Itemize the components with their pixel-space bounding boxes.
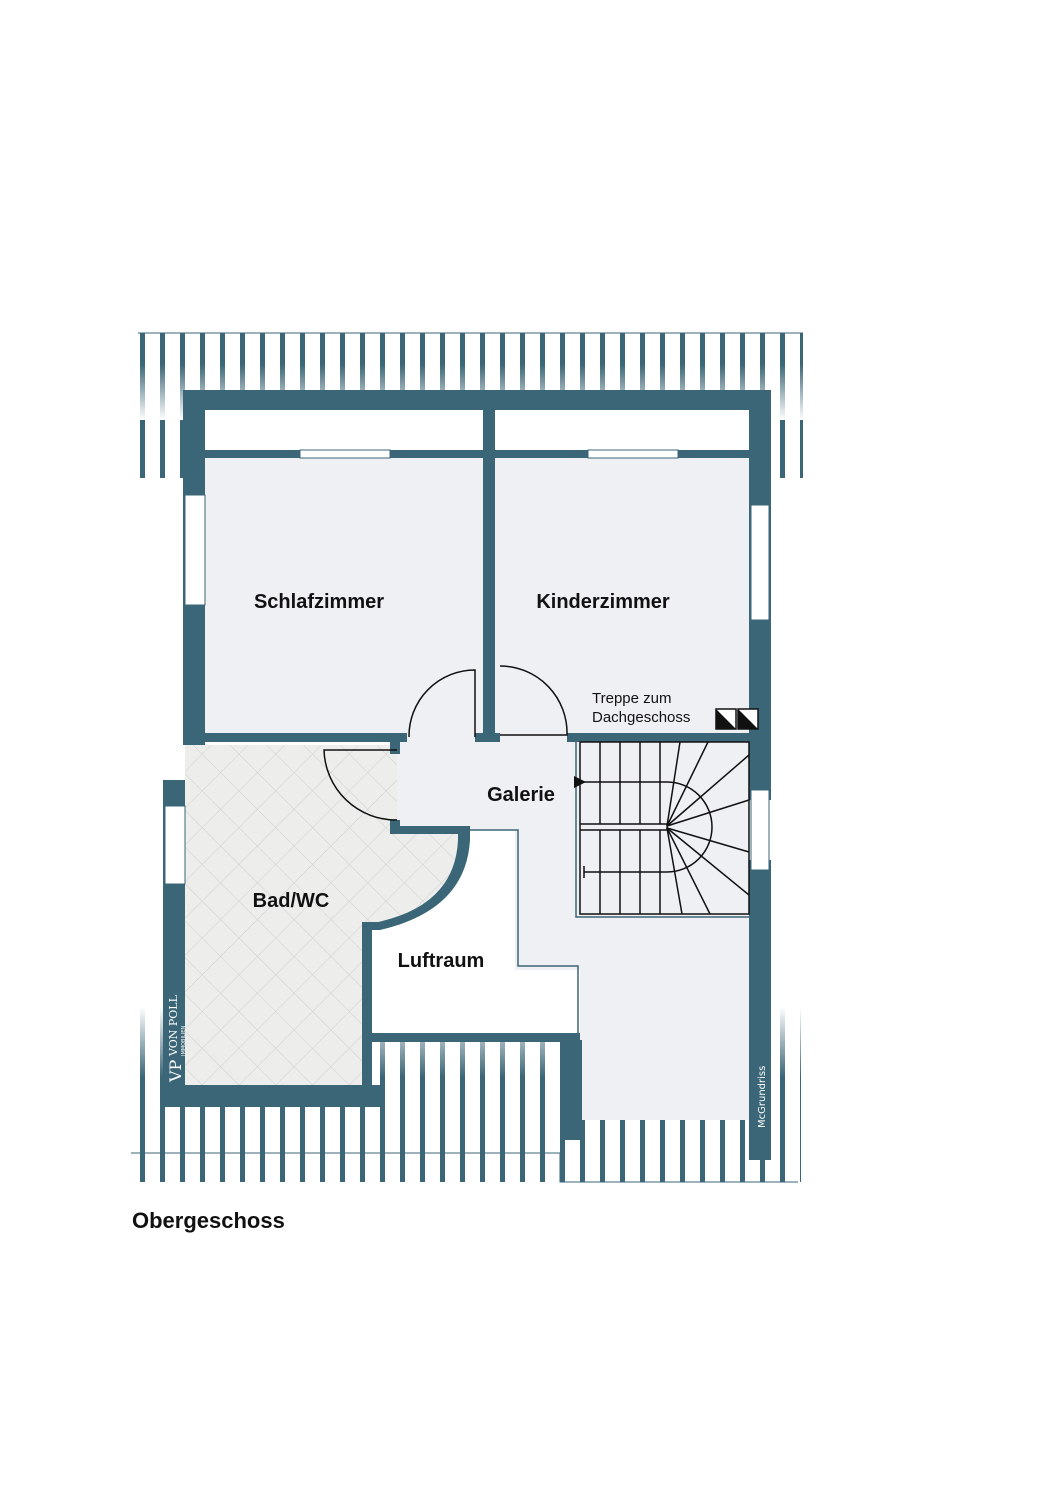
stair-note-line2: Dachgeschoss: [592, 709, 690, 726]
door-bad: [323, 749, 398, 821]
label-galerie: Galerie: [487, 784, 555, 806]
logo-mark: VP: [166, 1059, 185, 1083]
label-bad: Bad/WC: [253, 890, 330, 912]
stair-note-line1: Treppe zum: [592, 690, 671, 707]
door-kinderzimmer: [499, 665, 568, 736]
label-kinderzimmer: Kinderzimmer: [536, 591, 670, 613]
staircase: [574, 741, 750, 915]
interior-walls: [163, 450, 749, 1140]
floor-galerie: [397, 738, 749, 1120]
floor-kinderzimmer: [495, 458, 749, 738]
railings: [466, 742, 749, 1040]
vonpoll-logo: VP VON POLL IMMOBILIEN: [166, 994, 187, 1083]
floor-luftraum: [372, 830, 575, 1035]
logo-sub: IMMOBILIEN: [181, 1026, 187, 1056]
floor-schlafzimmer: [205, 458, 483, 738]
label-schlafzimmer: Schlafzimmer: [254, 591, 384, 613]
mcgrundriss-credit: McGrundriss: [757, 1066, 768, 1128]
balcony-strip: [205, 410, 749, 450]
label-luftraum: Luftraum: [398, 950, 485, 972]
room-floors: [185, 458, 749, 1120]
floor-title: Obergeschoss: [132, 1208, 285, 1233]
stair-symbols: [715, 708, 759, 730]
logo-name: VON POLL: [167, 994, 180, 1057]
windows: [164, 449, 770, 885]
door-schlafzimmer: [408, 669, 476, 738]
doors: [323, 665, 568, 821]
